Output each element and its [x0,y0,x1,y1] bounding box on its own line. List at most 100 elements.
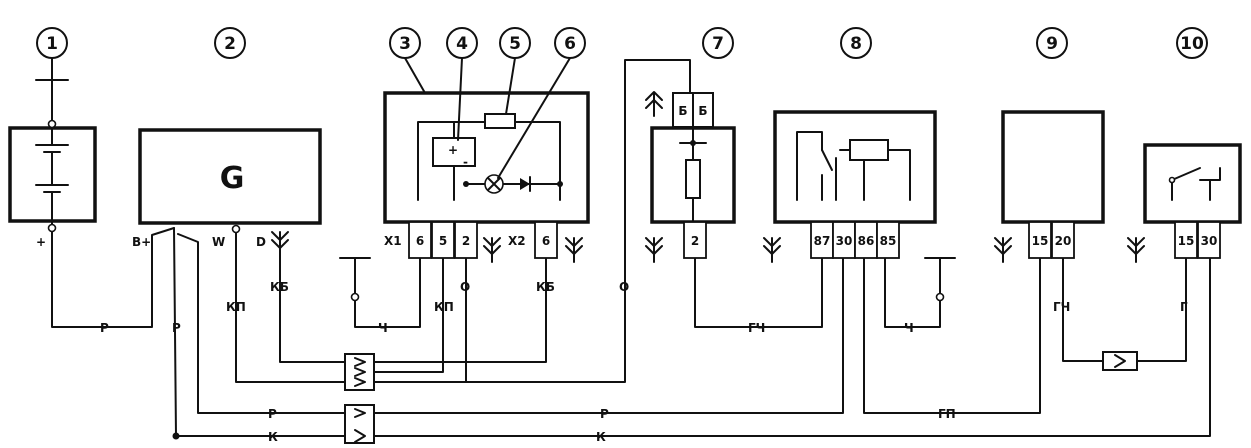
number-circle-7: 7 [702,27,734,59]
svg-text:8: 8 [850,34,862,54]
svg-text:6: 6 [564,34,576,54]
wire-label-o-lamp: О [460,280,470,294]
component-relay: 87 30 86 85 [763,110,937,263]
wires [51,59,1211,437]
c3-x2-label: X2 [508,234,526,248]
wire-fuse-relay [694,257,823,328]
svg-text:4: 4 [456,34,468,54]
svg-text:7: 7 [712,34,724,54]
component-regulator: + - 6 5 2 X1 6 X2 [383,91,590,263]
wire-x1-5-kp [373,257,444,373]
c3-ground-icon-2 [565,237,583,263]
number-circle-2: 2 [214,27,246,59]
wire-label-ch-right: Ч [904,321,914,335]
c7-pin-b1: Б [678,104,687,118]
number-circle-10: 10 [1176,27,1208,59]
svg-text:10: 10 [1180,34,1204,54]
wire-label-p-gen: Р [172,321,181,335]
wire-label-p-bus-left: Р [268,407,277,421]
c3-ground-icon-1 [483,237,501,263]
number-circles: 1 2 3 4 5 6 7 8 9 10 [36,27,1208,59]
wire-label-kb-gen: КБ [270,280,289,294]
wire-label-gp-bus: ГП [938,407,956,421]
wire-x1-6-ground [354,257,421,328]
component-10-switch: 15 30 [1127,143,1242,263]
c3-x1-pin-5: 5 [439,234,447,248]
wire-c9-c10 [1062,257,1187,362]
c10-ground-icon [1127,237,1145,263]
c7-up-arrow-icon [645,91,663,117]
c3-plus: + [448,143,458,157]
number-circle-1: 1 [36,27,68,59]
ground-left: Ч [339,257,388,335]
wire-label-ch-left: Ч [378,321,388,335]
gen-d-label: D [256,235,266,249]
c10-pin-30: 30 [1201,234,1218,248]
wire-label-gch-fuse: ГЧ [748,321,765,335]
svg-text:1: 1 [46,34,58,54]
c3-x1-pin-6: 6 [416,234,424,248]
wire-battery-plus [51,227,175,328]
component-battery: + [8,39,97,249]
wire-x2-6-kb [373,257,547,363]
wire-o-fuse [465,59,691,383]
c10-pin-15: 15 [1178,234,1195,248]
ground-right: Ч [904,257,956,335]
c9-pin-15: 15 [1032,234,1049,248]
wire-label-p-bus-right: Р [600,407,609,421]
battery-plus-label: + [36,235,46,249]
c7-pin-b2: Б [698,104,707,118]
wire-d-kb [279,231,346,363]
c7-pin-2: 2 [691,234,699,248]
wire-label-k-bus-left: К [268,430,278,444]
wire-label-kb-x2: КБ [536,280,555,294]
c8-pin-87: 87 [814,234,831,248]
number-circle-5: 5 [499,27,531,59]
wire-k-bus [175,257,1211,437]
svg-text:9: 9 [1046,34,1058,54]
wire-bplus-k [173,227,177,437]
number-circle-3: 3 [389,27,421,59]
wire-label-o-fuse: О [619,280,629,294]
gen-w-label: W [212,235,225,249]
number-circle-9: 9 [1036,27,1068,59]
wire-labels: Р Р КП КБ КП О КБ О ГЧ ГЧ Г Р Р ГП К К [100,280,1188,444]
svg-text:2: 2 [224,34,236,54]
wire-relay86-c9 [863,257,1041,414]
wire-bplus-p [177,233,346,414]
c8-pin-86: 86 [858,234,875,248]
c9-pin-20: 20 [1055,234,1072,248]
number-circle-6: 6 [554,27,586,59]
c9-ground-icon [994,237,1012,263]
component-9: 15 20 [994,110,1105,263]
wire-relay85-ground [884,257,941,328]
c3-x1-pin-2: 2 [462,234,470,248]
gen-d-ground-icon [271,231,289,249]
generator-symbol: G [220,161,245,196]
wire-label-k-bus-right: К [596,430,606,444]
svg-text:5: 5 [509,34,521,54]
junction-dot [172,432,180,440]
wire-label-g-c10: Г [1180,300,1188,314]
c3-x1-label: X1 [384,234,402,248]
c8-pin-85: 85 [880,234,897,248]
wire-label-kp-lamp: КП [434,300,454,314]
component-fuse: Б Б 2 [645,91,736,263]
wire-relay30-p [373,257,844,414]
wire-label-gch-c9: ГЧ [1053,300,1070,314]
leader-lines [404,57,571,179]
component-generator: G B+ W D [132,128,322,249]
c8-pin-30: 30 [836,234,853,248]
wire-w-kp [235,228,346,383]
wire-label-p-battery: Р [100,321,109,335]
number-circle-4: 4 [446,27,478,59]
wire-label-kp-gen: КП [226,300,246,314]
gen-bplus-label: B+ [132,235,151,249]
c3-minus: - [463,155,468,169]
number-circle-8: 8 [840,27,872,59]
c3-x2-pin-6: 6 [542,234,550,248]
connectors [344,351,1138,444]
c8-ground-icon [763,237,781,263]
